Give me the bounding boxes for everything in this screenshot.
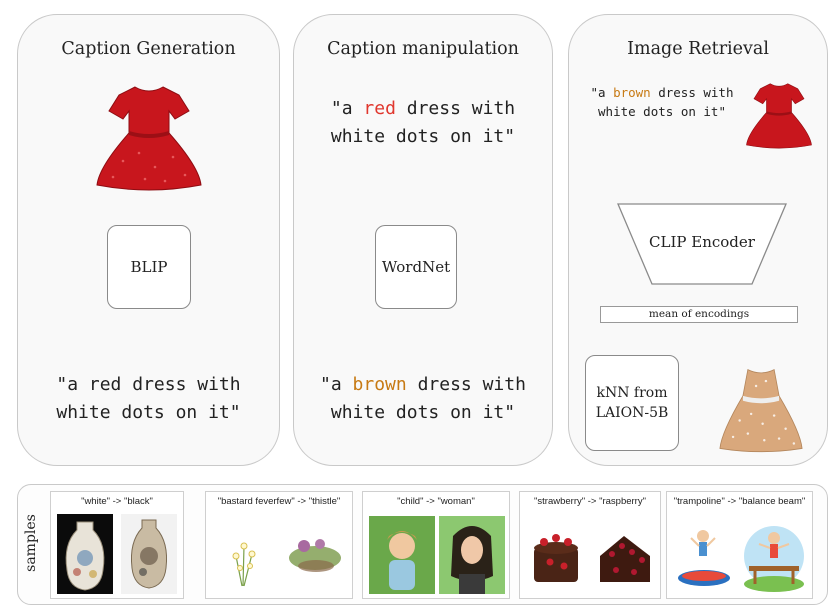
query-caption-brown-word: brown — [613, 85, 651, 100]
query-caption: "a brown dress with white dots on it" — [577, 83, 747, 121]
query-red-dress-image — [746, 83, 812, 149]
blip-label: BLIP — [130, 258, 168, 276]
sample-caption: "child" -> "woman" — [397, 496, 475, 507]
child-image — [369, 516, 435, 594]
strawberry-cake-image — [526, 516, 586, 594]
query-caption-suffix: dress with — [650, 85, 734, 100]
wordnet-label: WordNet — [381, 258, 451, 276]
retrieved-brown-dress-image — [719, 368, 803, 453]
sample-card-white-black: "white" -> "black" — [50, 491, 184, 599]
mean-of-encodings-box: mean of encodings — [600, 306, 798, 323]
generated-caption-line1: "a red dress with — [56, 374, 241, 395]
knn-label-line1: kNN from — [596, 385, 668, 401]
caption-manipulation-panel: Caption manipulation "a red dress with wh… — [293, 14, 553, 466]
caption-generation-title: Caption Generation — [61, 39, 236, 59]
sample-card-strawberry-raspberry: "strawberry" -> "raspberry" — [519, 491, 661, 599]
wordnet-box: WordNet — [375, 225, 457, 309]
raspberry-cake-image — [592, 516, 656, 594]
blip-model-box: BLIP — [107, 225, 191, 309]
knn-label-line2: LAION-5B — [595, 405, 669, 421]
input-caption-prefix: "a — [330, 98, 364, 119]
feverfew-image — [212, 516, 278, 590]
input-caption-line2: white dots on it" — [330, 126, 516, 147]
thistle-image — [282, 516, 348, 590]
clip-encoder-trapezoid — [617, 203, 787, 285]
clip-encoder-label: CLIP Encoder — [649, 233, 755, 251]
sample-card-trampoline-balance-beam: "trampoline" -> "balance beam" — [666, 491, 813, 599]
black-vase-image — [121, 514, 177, 594]
input-caption-suffix: dress with — [395, 98, 516, 119]
samples-label: samples — [23, 514, 39, 572]
sample-card-feverfew-thistle: "bastard feverfew" -> "thistle" — [205, 491, 353, 599]
query-caption-line2: white dots on it" — [598, 104, 726, 119]
output-caption-brown-word: brown — [352, 374, 407, 395]
output-caption-suffix: dress with — [406, 374, 526, 395]
red-dress-image — [96, 86, 202, 191]
output-caption-line2: white dots on it" — [330, 402, 516, 423]
woman-image — [439, 516, 505, 594]
sample-card-child-woman: "child" -> "woman" — [362, 491, 510, 599]
samples-strip: samples "white" -> "black" "bastard feve… — [17, 484, 828, 605]
caption-manipulation-title: Caption manipulation — [327, 39, 519, 59]
sample-caption: "bastard feverfew" -> "thistle" — [217, 496, 341, 507]
balance-beam-image — [741, 516, 807, 594]
output-caption: "a brown dress with white dots on it" — [294, 371, 552, 427]
sample-caption: "white" -> "black" — [81, 496, 153, 507]
input-caption: "a red dress with white dots on it" — [294, 95, 552, 151]
output-caption-prefix: "a — [320, 374, 353, 395]
input-caption-red-word: red — [363, 98, 396, 119]
image-retrieval-title: Image Retrieval — [627, 39, 769, 59]
white-vase-image — [57, 514, 113, 594]
sample-caption: "trampoline" -> "balance beam" — [673, 496, 806, 507]
sample-caption: "strawberry" -> "raspberry" — [534, 496, 646, 507]
generated-caption: "a red dress with white dots on it" — [18, 371, 279, 427]
caption-generation-panel: Caption Generation BLIP "a red dress wit… — [17, 14, 280, 466]
generated-caption-line2: white dots on it" — [56, 402, 241, 423]
trampoline-image — [673, 516, 735, 594]
query-caption-prefix: "a — [590, 85, 614, 100]
image-retrieval-panel: Image Retrieval "a brown dress with white… — [568, 14, 828, 466]
